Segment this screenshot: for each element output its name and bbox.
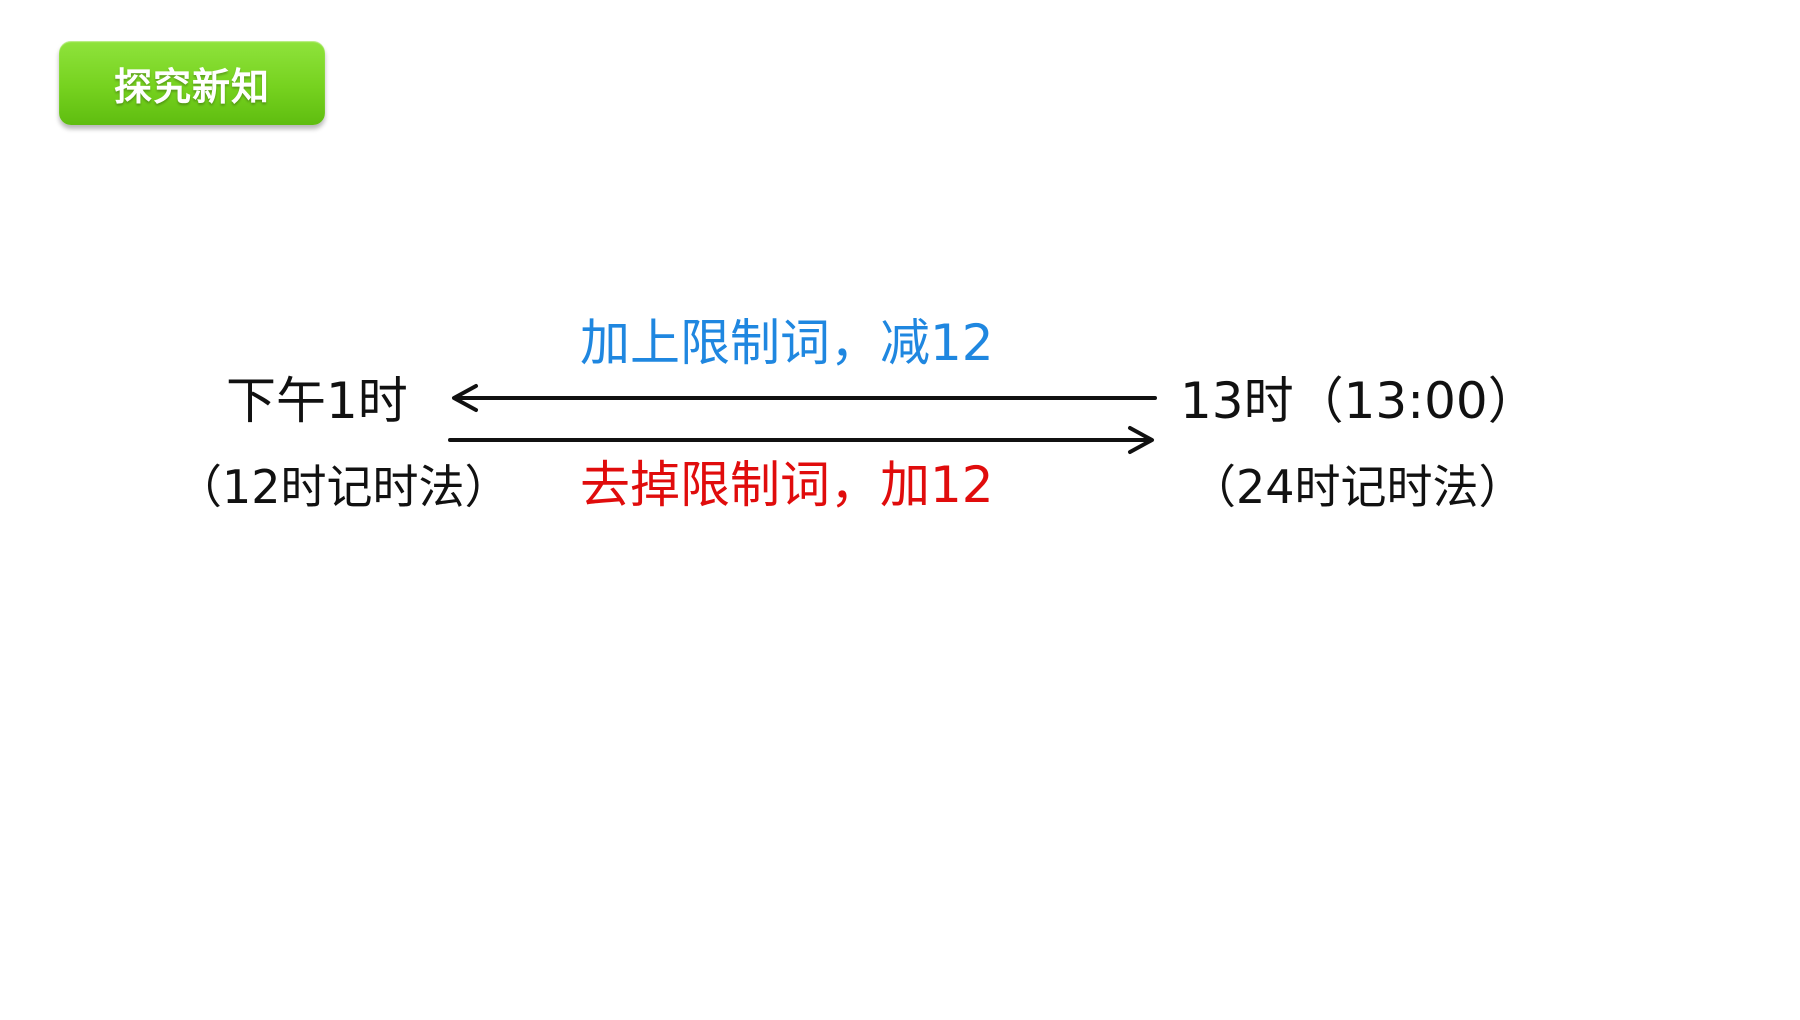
twelve-hour-time: 下午1时: [226, 372, 408, 430]
section-title: 探究新知: [113, 64, 270, 109]
twelve-hour-caption: （12时记时法）: [176, 460, 511, 514]
rule-to-twelve-hour: 加上限制词，减12: [580, 314, 994, 372]
rule-to-twenty-four-hour: 去掉限制词，加12: [580, 456, 994, 514]
section-badge-reflection: 探究新知: [59, 127, 325, 173]
section-badge: 探究新知: [59, 41, 325, 125]
arrow-left-icon: [452, 384, 1157, 412]
twenty-four-hour-caption: （24时记时法）: [1190, 460, 1525, 514]
arrow-right-icon: [448, 426, 1154, 454]
twenty-four-hour-time: 13时（13:00）: [1180, 372, 1538, 430]
